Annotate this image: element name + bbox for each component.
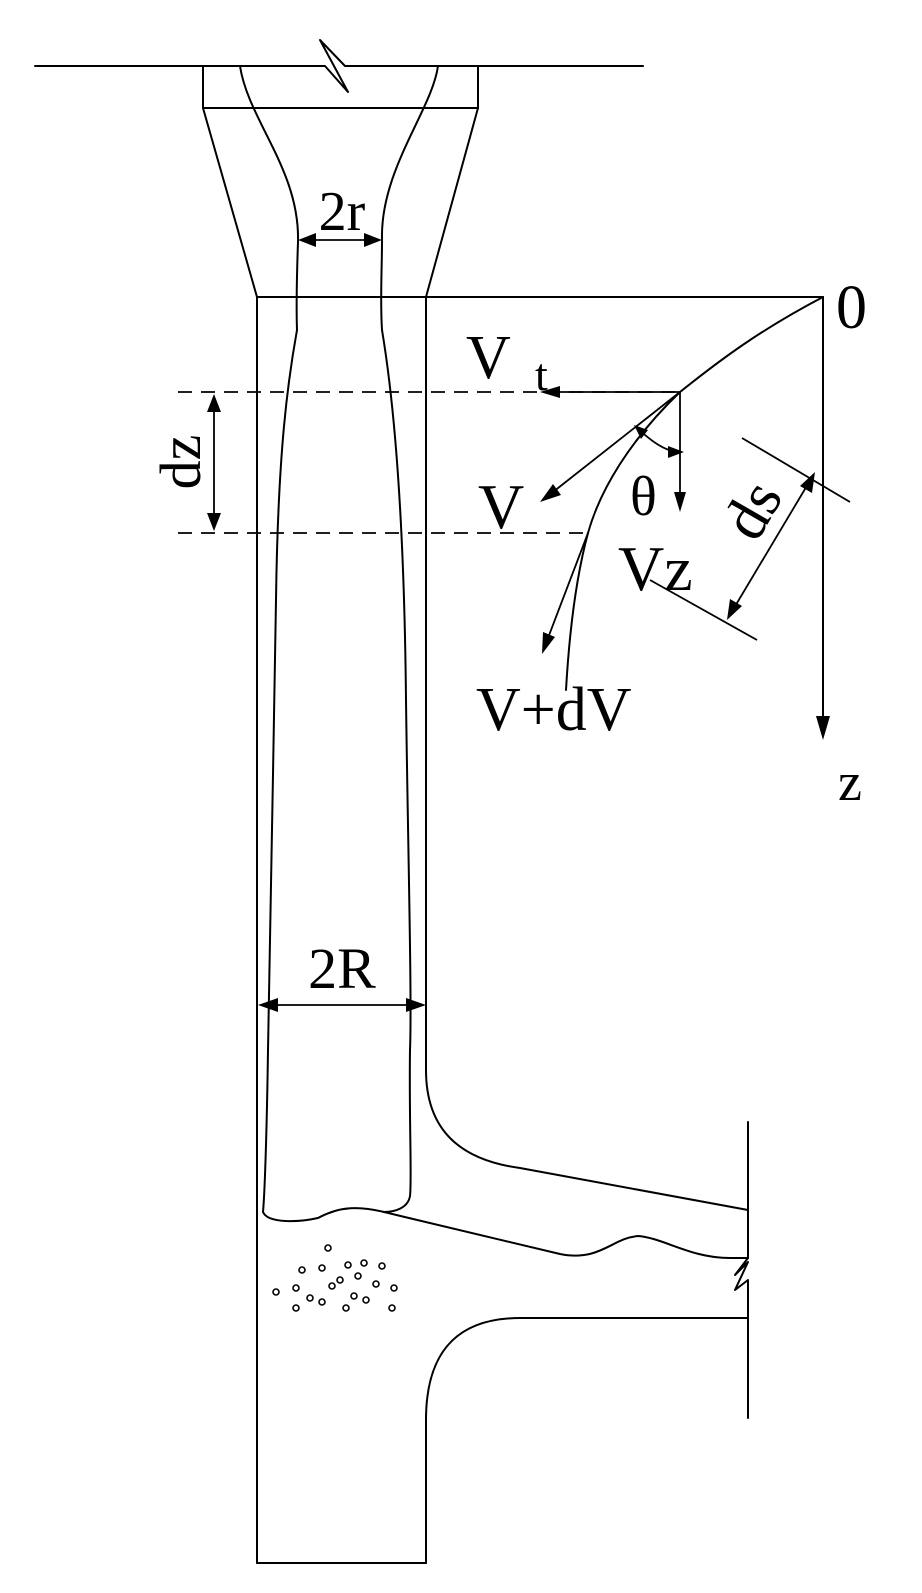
flow-boundary-right-lower [381, 329, 412, 1213]
funnel-left-side [202, 107, 258, 298]
label-origin: 0 [836, 274, 867, 342]
label-vz: Vz [618, 533, 693, 604]
particle-trajectory [565, 296, 824, 691]
flow-zone-bottom [262, 1207, 385, 1223]
label-v: V [478, 471, 524, 542]
column-right-wall-lower [425, 1317, 749, 1564]
funnel-right-side [425, 107, 479, 298]
velocity-vectors: 0 V t V θ Vz ds V+dV z [466, 274, 867, 812]
label-v-plus-dv: V+dV [476, 676, 632, 744]
label-ds: ds [709, 469, 795, 551]
rock-fragments [272, 1244, 398, 1312]
dimension-2r: 2r [298, 181, 382, 247]
flow-boundary-left-lower [262, 329, 298, 1213]
label-axis-z: z [838, 752, 862, 812]
label-vt-subscript: t [535, 349, 548, 400]
ore-column [256, 296, 824, 1564]
label-2r: 2r [319, 181, 366, 243]
top-funnel [34, 39, 644, 331]
label-theta: θ [630, 466, 657, 528]
drift-upper-wall [425, 1069, 749, 1211]
flow-boundary-right-upper [380, 65, 439, 331]
ore-waste-contact [383, 1211, 749, 1259]
label-2R: 2R [308, 936, 376, 1001]
label-vt: V [466, 324, 511, 392]
dimension-dz: dz [148, 391, 680, 534]
flow-zone [262, 329, 749, 1259]
label-dz: dz [148, 435, 213, 490]
ground-line [34, 39, 644, 93]
funnel-collar [202, 65, 479, 109]
flow-boundary-left-upper [239, 65, 300, 331]
dimension-2R: 2R [258, 936, 426, 1012]
drift-break-line [734, 1121, 749, 1419]
